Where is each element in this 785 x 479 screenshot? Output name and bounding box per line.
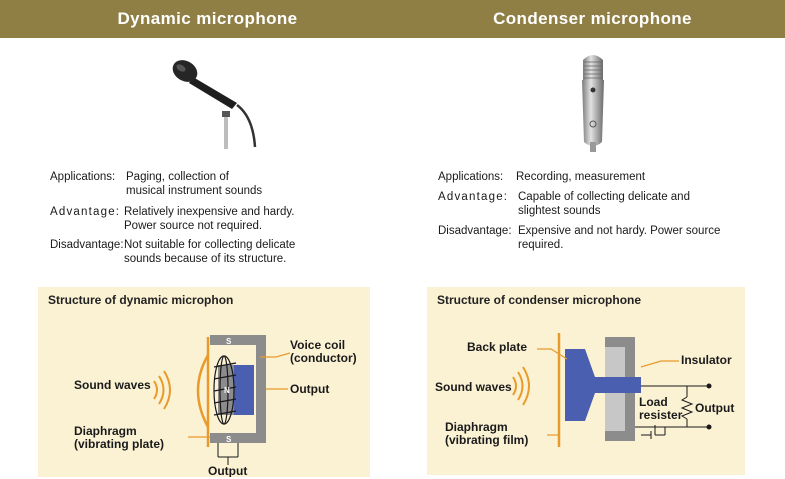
condenser-structure-diagram: Back plate Insulator Sound waves Load re… (435, 333, 734, 447)
dynamic-microphone-icon (172, 60, 257, 149)
back-plate-label: Back plate (467, 340, 527, 354)
condenser-advantage-label: Advantage: (438, 191, 509, 203)
condenser-applications-label: Applications: (438, 171, 504, 183)
diaphragm-dome (196, 354, 210, 428)
diaphragm-label-line2: (vibrating film) (445, 433, 528, 447)
condenser-disadvantage-line1: Expensive and not hardy. Power source (518, 225, 721, 237)
dynamic-applications-label: Applications: (50, 171, 116, 183)
magnet-s-top-label: S (226, 337, 232, 346)
condenser-advantage-line1: Capable of collecting delicate and (518, 191, 690, 203)
voice-coil-label-line2: (conductor) (290, 351, 357, 365)
condenser-disadvantage-label: Disadvantage: (438, 225, 512, 237)
dynamic-structure-diagram: S N S Voice coil (conductor) Sound waves… (74, 335, 357, 477)
dynamic-advantage-line2: Power source not required. (124, 220, 263, 232)
condenser-structure-panel: Structure of condenser microphone (427, 287, 745, 475)
voice-coil-label-line1: Voice coil (290, 338, 345, 352)
dynamic-disadvantage-line2: sounds because of its structure. (124, 253, 287, 265)
dynamic-applications-line1: Paging, collection of (126, 171, 229, 183)
diaphragm-label-line1: Diaphragm (445, 420, 508, 434)
sound-waves-label: Sound waves (74, 378, 151, 392)
sound-waves-label: Sound waves (435, 380, 512, 394)
magnet-back (256, 335, 266, 443)
condenser-advantage-line2: slightest sounds (518, 205, 601, 217)
dynamic-structure-title: Structure of dynamic microphon (48, 293, 234, 307)
diaphragm-label-line1: Diaphragm (74, 424, 137, 438)
condenser-structure-title: Structure of condenser microphone (437, 293, 642, 307)
voice-coil-block (234, 365, 254, 415)
magnet-s-bottom-label: S (226, 435, 232, 444)
magnet-n-label: N (224, 386, 230, 395)
load-label-line1: Load (639, 395, 668, 409)
dynamic-structure-panel: Structure of dynamic microphon S N S (38, 287, 370, 477)
output-right-label: Output (290, 382, 329, 396)
sound-waves-icon (512, 366, 530, 406)
condenser-title: Condenser microphone (493, 9, 692, 28)
header-bar (0, 0, 785, 38)
dynamic-advantage-label: Advantage: (50, 206, 121, 218)
dynamic-disadvantage-line1: Not suitable for collecting delicate (124, 239, 296, 251)
diaphragm-label-line2: (vibrating plate) (74, 437, 164, 451)
condenser-applications-line1: Recording, measurement (516, 171, 646, 183)
condenser-microphone-icon (582, 55, 604, 152)
coil-windings (213, 355, 237, 425)
dynamic-applications-line2: musical instrument sounds (126, 185, 263, 197)
output-label: Output (695, 401, 734, 415)
output-circuit (635, 385, 709, 439)
magnet-top (210, 335, 266, 345)
magnet-bottom (210, 433, 266, 443)
sound-waves-icon (153, 370, 171, 410)
output-bottom-label: Output (208, 464, 247, 477)
back-plate-shape (565, 349, 641, 421)
dynamic-advantage-line1: Relatively inexpensive and hardy. (124, 206, 295, 218)
load-label-line2: resister (639, 408, 683, 422)
dynamic-disadvantage-label: Disadvantage: (50, 239, 124, 251)
condenser-disadvantage-line2: required. (518, 239, 564, 251)
dynamic-title: Dynamic microphone (117, 9, 298, 28)
insulator-label: Insulator (681, 353, 732, 367)
